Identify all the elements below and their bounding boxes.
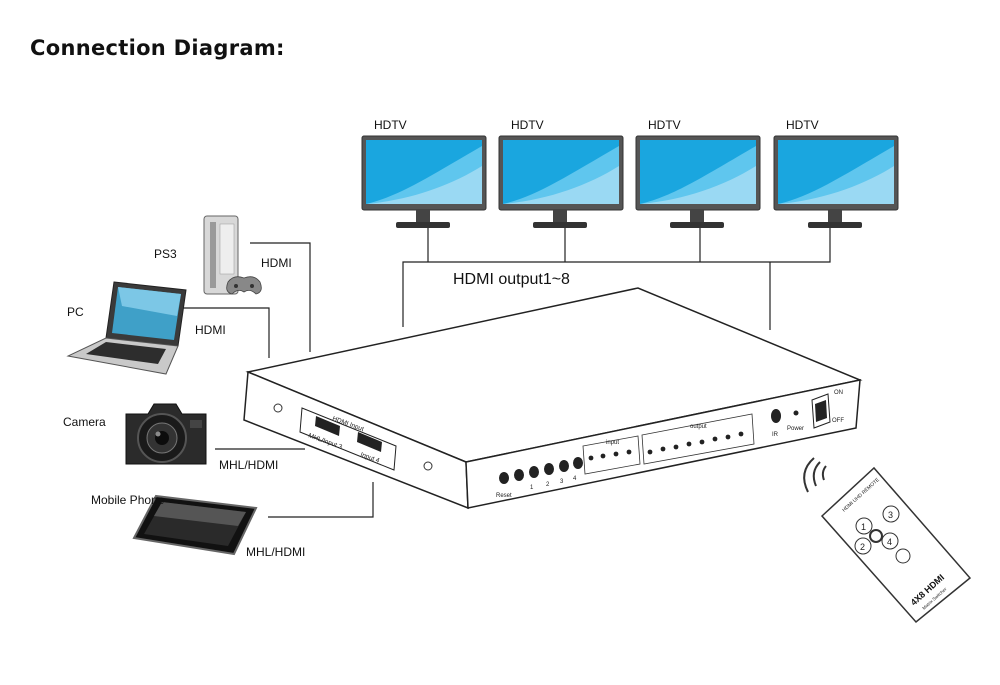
hdtv-label: HDTV (511, 118, 544, 132)
hdmi-matrix-switcher: HDMI Input MHL/Input 3 Input 4 (243, 287, 863, 510)
game-console-icon (203, 215, 262, 295)
input-led-3 (600, 453, 606, 459)
input-button-3[interactable] (544, 463, 554, 475)
reset-button[interactable] (499, 472, 509, 484)
hdtv-label: HDTV (374, 118, 407, 132)
pc-cable-label: HDMI (195, 323, 226, 337)
hdtv-label: HDTV (648, 118, 681, 132)
output-label: HDMI output1~8 (453, 271, 570, 288)
input-button-1[interactable] (514, 469, 524, 481)
switch-off-label: OFF (832, 418, 844, 424)
output-led-8 (647, 449, 653, 455)
switch-on-label: ON (834, 390, 843, 396)
ps3-cable-line (250, 242, 311, 352)
camera-cable-label: MHL/HDMI (219, 458, 279, 472)
svg-text:2: 2 (860, 542, 865, 552)
diagram-title: Connection Diagram: (30, 36, 285, 60)
svg-text:1: 1 (861, 522, 866, 532)
hdtv-1: HDTV (361, 118, 487, 228)
svg-text:3: 3 (888, 510, 893, 520)
reset-label: Reset (496, 493, 512, 499)
phone-cable-line (268, 482, 374, 518)
input-number-4: 4 (573, 476, 577, 482)
ps3-cable-label: HDMI (261, 256, 292, 270)
remote-control: HDMI UHD REMOTE 1 3 2 4 4X8 HDMI Matrix … (803, 457, 972, 624)
input-button-extra[interactable] (573, 457, 583, 469)
remote-button-2[interactable] (854, 537, 872, 555)
pc-label: PC (67, 305, 84, 319)
ir-label: IR (772, 432, 779, 438)
output-panel-label: output (690, 424, 707, 430)
remote-button-1[interactable] (855, 517, 873, 535)
ps3-label: PS3 (154, 247, 177, 261)
ir-signal-icon (803, 457, 815, 493)
input-panel-label: input (606, 440, 619, 446)
input-led-4 (588, 455, 594, 461)
screw-icon (273, 403, 283, 413)
remote-button-3[interactable] (882, 505, 900, 523)
input-number-2: 2 (546, 482, 550, 488)
phone-cable-label: MHL/HDMI (246, 545, 306, 559)
output-bus-line (402, 228, 831, 327)
screw-icon (423, 461, 433, 471)
hdtv-3: HDTV (635, 118, 761, 228)
svg-text:4: 4 (887, 537, 892, 547)
input-led-2 (613, 451, 619, 457)
output-led-6 (673, 444, 679, 450)
camera-label: Camera (63, 415, 106, 429)
input-button-2[interactable] (529, 466, 539, 478)
hdtv-4: HDTV (773, 118, 899, 228)
input-number-3: 3 (560, 479, 564, 485)
output-led-3 (712, 436, 718, 442)
power-label: Power (787, 426, 804, 432)
camera-icon (125, 403, 207, 465)
input-button-4[interactable] (559, 460, 569, 472)
hdtv-label: HDTV (786, 118, 819, 132)
laptop-icon (66, 281, 187, 375)
mobile-phone-icon (132, 494, 258, 556)
output-led-7 (660, 446, 666, 452)
power-led (793, 410, 799, 416)
output-led-5 (686, 441, 692, 447)
front-panel: Reset 1 2 3 4 input output IR Power (496, 390, 844, 499)
hdtv-2: HDTV (498, 118, 624, 228)
remote-search-button[interactable] (895, 548, 911, 564)
ir-sensor (771, 409, 781, 423)
pc-cable-line (175, 307, 270, 358)
remote-button-4[interactable] (881, 532, 899, 550)
output-led-4 (699, 439, 705, 445)
output-led-2 (725, 434, 731, 440)
output-led-1 (738, 431, 744, 437)
phone-label: Mobile Phone (91, 493, 165, 507)
remote-center-button[interactable] (869, 529, 883, 543)
input-number-1: 1 (530, 485, 534, 491)
input-led-1 (626, 449, 632, 455)
